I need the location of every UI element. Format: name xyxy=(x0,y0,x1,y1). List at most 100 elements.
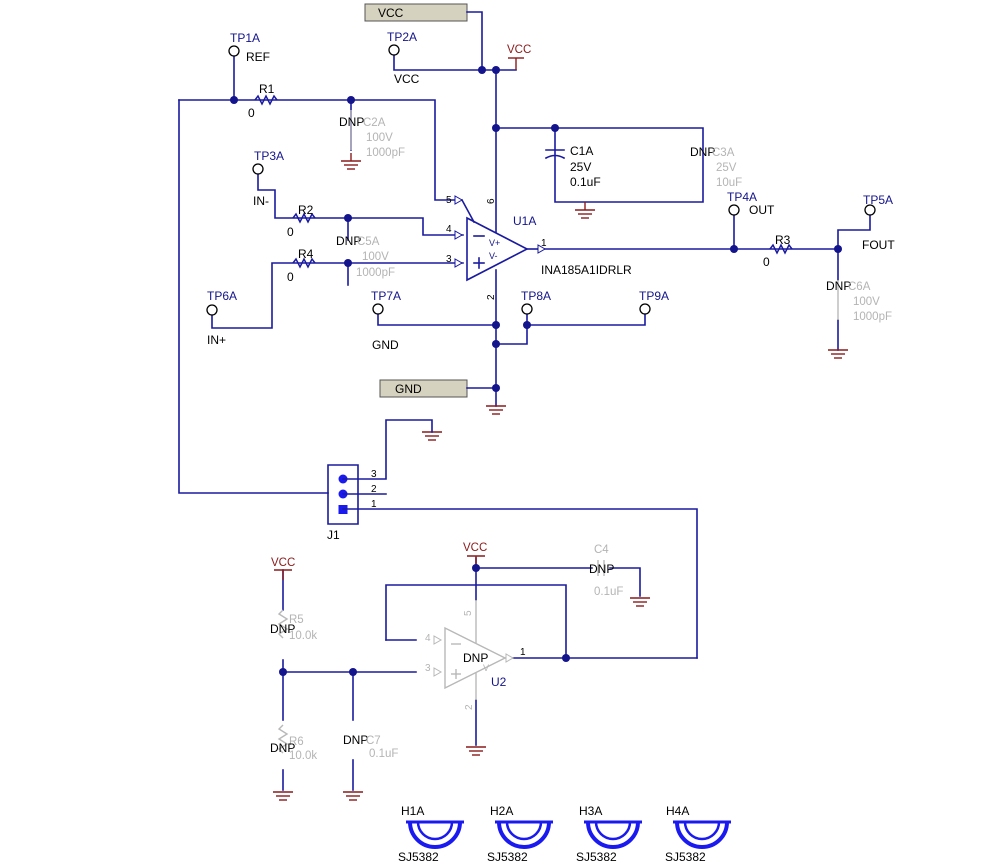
c2-ref: C2A xyxy=(363,117,386,129)
u2-pin1: 1 xyxy=(520,647,526,658)
j1-ref: J1 xyxy=(327,528,340,542)
tp6-net: IN+ xyxy=(207,333,226,347)
j1-pin3: 3 xyxy=(371,469,377,480)
c6-dnp: DNP xyxy=(826,279,851,293)
testpoint-tp3: TP3A IN- xyxy=(252,149,284,208)
c3-ref: C3A xyxy=(712,147,735,159)
r1-value: 0 xyxy=(248,106,255,120)
capacitor-c3: DNP C3A 25V 10uF xyxy=(690,145,742,189)
u1-pin2: 2 xyxy=(486,294,497,300)
c6-ref: C6A xyxy=(848,281,871,293)
testpoint-tp1: TP1A REF xyxy=(228,31,270,64)
u2-pin5: 5 xyxy=(463,610,474,616)
tp6-ref: TP6A xyxy=(207,289,237,303)
r4-value: 0 xyxy=(287,270,294,284)
j1-pin2: 2 xyxy=(371,484,377,495)
vcc-power-c-label: VCC xyxy=(271,557,295,569)
gnd-port: GND xyxy=(379,379,468,398)
testpoint-tp5: TP5A FOUT xyxy=(862,193,895,252)
r5-dnp: DNP xyxy=(270,622,295,636)
c6-voltage: 100V xyxy=(853,296,880,308)
c4-value: 0.1uF xyxy=(594,586,623,598)
c2-dnp: DNP xyxy=(339,115,364,129)
c7-value: 0.1uF xyxy=(369,748,398,760)
tp8-ref: TP8A xyxy=(521,289,551,303)
h4-ref: H4A xyxy=(666,804,689,818)
c1-ref: C1A xyxy=(570,144,593,158)
c3-voltage: 25V xyxy=(716,162,737,174)
capacitor-c7: DNP C7 0.1uF xyxy=(343,733,398,760)
tp3-ref: TP3A xyxy=(254,149,284,163)
h2-part: SJ5382 xyxy=(487,850,528,864)
h1-part: SJ5382 xyxy=(398,850,439,864)
c2-value: 1000pF xyxy=(366,147,405,159)
r5-value: 10.0k xyxy=(289,630,317,642)
ground-symbols xyxy=(341,153,848,441)
u2-ref: U2 xyxy=(491,675,507,689)
u1-ref: U1A xyxy=(513,214,536,228)
c4-dnp: DNP xyxy=(589,562,614,576)
u1-vplus: V+ xyxy=(489,238,500,248)
h2-ref: H2A xyxy=(490,804,513,818)
c5-voltage: 100V xyxy=(362,251,389,263)
c5-dnp: DNP xyxy=(336,234,361,248)
opamp-u1: V+ V- 5 4 3 1 6 2 U1A INA185A1IDRLR xyxy=(446,195,632,300)
c6-value: 1000pF xyxy=(853,311,892,323)
c3-dnp: DNP xyxy=(690,145,715,159)
u1-pin1: 1 xyxy=(541,238,547,249)
tp5-ref: TP5A xyxy=(863,193,893,207)
c1-value: 0.1uF xyxy=(570,175,601,189)
capacitor-c4: C4 DNP 0.1uF xyxy=(589,544,623,598)
testpoint-tp4: TP4A OUT xyxy=(727,190,775,217)
vcc-port-label: VCC xyxy=(378,6,404,20)
tp5-net: FOUT xyxy=(862,238,895,252)
tp4-ref: TP4A xyxy=(727,190,757,204)
tp1-net: REF xyxy=(246,50,270,64)
tp1-ref: TP1A xyxy=(230,31,260,45)
resistor-r4: R4 0 xyxy=(287,247,316,284)
c7-dnp: DNP xyxy=(343,733,368,747)
u1-pin4: 4 xyxy=(446,224,452,235)
r2-value: 0 xyxy=(287,225,294,239)
vcc-power-c: VCC xyxy=(271,557,295,580)
r6-value: 10.0k xyxy=(289,750,317,762)
testpoint-tp6: TP6A IN+ xyxy=(206,289,237,347)
connector-j1: 3 2 1 J1 xyxy=(327,419,698,659)
vcc-power-a-label: VCC xyxy=(507,44,531,56)
ground-symbols-bottom xyxy=(273,597,650,801)
tp7-net: GND xyxy=(372,338,399,352)
mounting-hole-h1: H1A SJ5382 xyxy=(398,804,464,864)
capacitor-c1: C1A 25V 0.1uF xyxy=(544,144,601,189)
u1-pin5: 5 xyxy=(446,195,452,206)
h3-part: SJ5382 xyxy=(576,850,617,864)
u1-part: INA185A1IDRLR xyxy=(541,263,632,277)
tp4-net: OUT xyxy=(749,203,775,217)
mounting-hole-h4: H4A SJ5382 xyxy=(665,804,731,864)
tp7-ref: TP7A xyxy=(371,289,401,303)
capacitor-c5: DNP C5A 100V 1000pF xyxy=(336,234,395,279)
resistor-r6: R6 DNP 10.0k xyxy=(270,724,317,762)
testpoint-tp8: TP8A xyxy=(521,289,551,315)
opamp-u2: V 4 3 1 5 2 DNP U2 xyxy=(425,600,526,710)
resistor-r1: R1 0 xyxy=(248,82,278,120)
vcc-power-a: VCC xyxy=(507,44,531,70)
tp2-net: VCC xyxy=(394,72,420,86)
resistor-r5: R5 DNP 10.0k xyxy=(270,609,317,642)
u2-pin3: 3 xyxy=(425,663,431,674)
r1-ref: R1 xyxy=(259,82,275,96)
r3-ref: R3 xyxy=(775,233,791,247)
u1-vminus: V- xyxy=(489,251,498,261)
u2-dnp: DNP xyxy=(463,651,488,665)
resistor-r2: R2 0 xyxy=(287,203,316,239)
tp9-ref: TP9A xyxy=(639,289,669,303)
h1-ref: H1A xyxy=(401,804,424,818)
mounting-hole-h3: H3A SJ5382 xyxy=(576,804,642,864)
gnd-port-label: GND xyxy=(395,382,422,396)
capacitor-c6: DNP C6A 100V 1000pF xyxy=(826,279,892,323)
r5-ref: R5 xyxy=(289,614,304,626)
c5-ref: C5A xyxy=(357,236,380,248)
c2-voltage: 100V xyxy=(366,132,393,144)
resistor-r3: R3 0 xyxy=(763,233,793,269)
c1-voltage: 25V xyxy=(570,160,591,174)
